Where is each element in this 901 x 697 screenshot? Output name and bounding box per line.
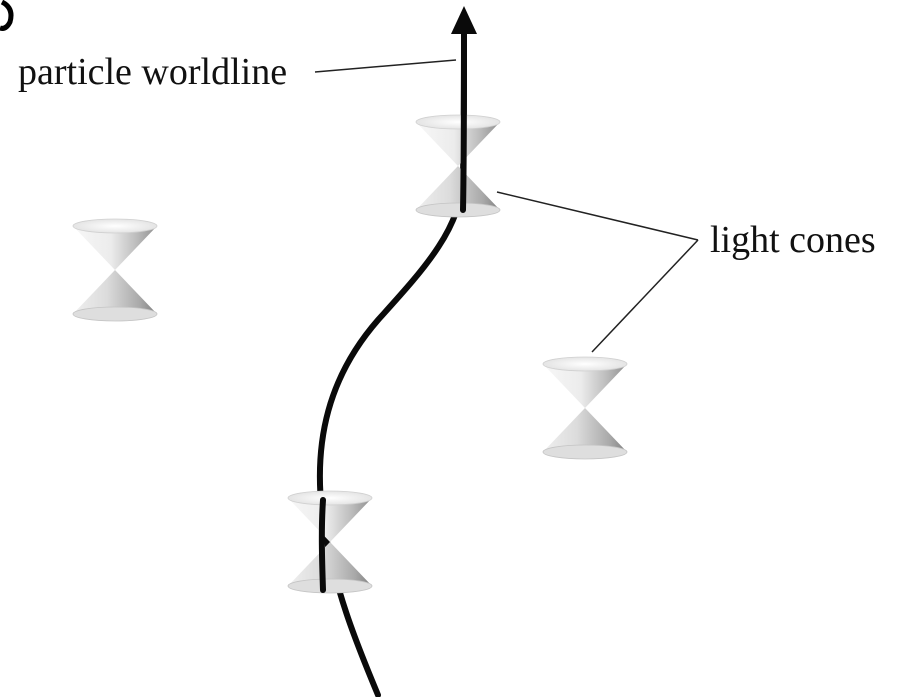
light-cone-on-worldline-lower	[287, 490, 373, 594]
worldline-leader-line	[314, 59, 457, 73]
cones-leader-line-upper	[496, 191, 699, 241]
corner-mark	[0, 0, 14, 31]
worldline-front-segment	[460, 31, 467, 213]
light-cones-label: light cones	[710, 219, 876, 261]
worldline-label: particle worldline	[18, 51, 287, 93]
light-cone-on-worldline-upper	[415, 114, 501, 218]
arrowhead-up-icon	[451, 6, 477, 34]
light-cone-right	[542, 356, 628, 460]
worldline-front-segment-lower	[318, 497, 326, 593]
light-cone-left	[72, 218, 158, 322]
cones-leader-line-lower	[591, 239, 699, 353]
